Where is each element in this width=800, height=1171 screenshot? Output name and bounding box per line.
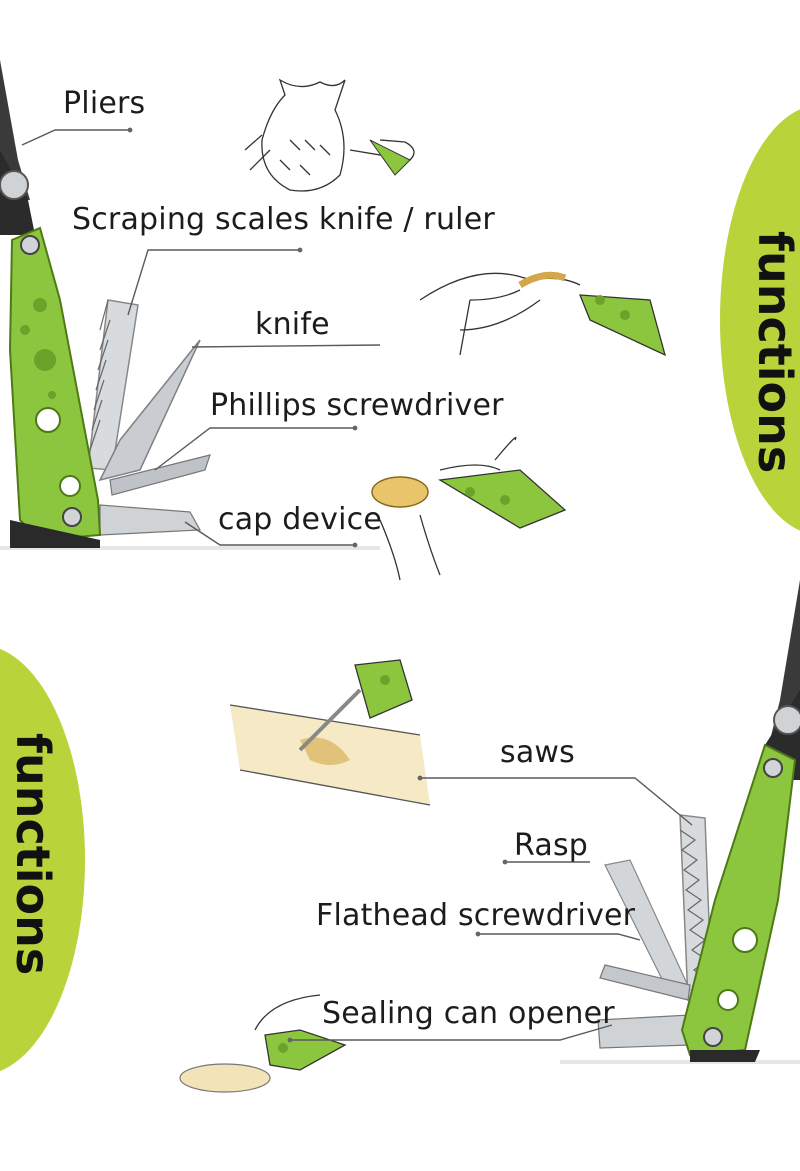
label-phillips-screwdriver: Phillips screwdriver	[210, 388, 504, 423]
bottle-cap-sketch-icon	[379, 436, 517, 581]
label-sealing-can-opener: Sealing can opener	[322, 996, 615, 1031]
functions-circle-top	[720, 109, 800, 531]
can-opener-sketch-icon	[179, 994, 347, 1093]
leader-lines-top	[21, 129, 381, 546]
saw-log-sketch-icon	[229, 659, 431, 806]
multitool-bottom-icon	[597, 580, 800, 1062]
leader-lines-bottom	[290, 777, 693, 1041]
functions-label-bottom: functions	[6, 733, 60, 976]
multitool-top-icon	[0, 60, 211, 548]
hand-knife-sketch-icon	[419, 272, 581, 356]
label-rasp: Rasp	[514, 828, 589, 863]
fish-scaling-sketch-icon	[244, 78, 415, 192]
label-saws: saws	[500, 735, 575, 770]
label-pliers: Pliers	[63, 86, 146, 121]
label-knife: knife	[255, 307, 330, 342]
functions-label-top: functions	[748, 231, 800, 474]
label-scraping-scales-knife: Scraping scales knife / ruler	[72, 202, 495, 237]
label-flathead-screwdriver: Flathead screwdriver	[316, 898, 636, 933]
label-cap-device: cap device	[218, 502, 382, 537]
functions-circle-bottom	[0, 648, 85, 1072]
